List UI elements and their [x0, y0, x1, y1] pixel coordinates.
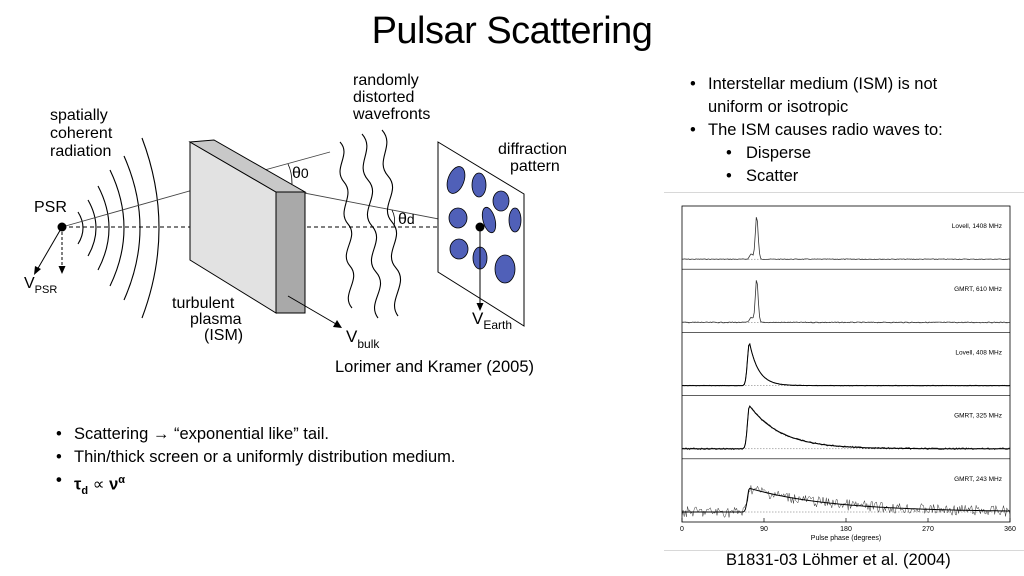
thetad-sub: d: [407, 211, 415, 227]
xtick-label: 0: [680, 526, 684, 533]
bullet-scatter: Scatter: [684, 165, 1014, 188]
profile-trace: [681, 485, 1011, 518]
label-vearth: VEarth: [472, 309, 512, 332]
pulsar-drop-arrowhead: [58, 266, 66, 274]
vpsr-v: V: [24, 275, 35, 292]
label-turbulent: turbulent: [172, 295, 235, 312]
vpsr-arrow: [36, 226, 63, 271]
panel-label: GMRT, 610 MHz: [954, 286, 1002, 293]
vearth-sub: Earth: [483, 318, 512, 332]
label-radiation: radiation: [50, 143, 111, 160]
panel-label: Lovell, 408 MHz: [955, 349, 1002, 356]
label-diffraction: diffraction: [498, 141, 567, 158]
vbulk-arrow: [287, 295, 337, 325]
xtick-label: 90: [760, 526, 768, 533]
label-wavefronts: wavefronts: [352, 106, 430, 123]
bullet-disperse: Disperse: [684, 142, 1014, 165]
profile-fit: [682, 405, 1010, 450]
bullet-ism-causes: The ISM causes radio waves to:: [684, 119, 1014, 142]
label-randomly: randomly: [353, 72, 419, 89]
label-distorted: distorted: [353, 89, 414, 106]
divider-line-bottom: [664, 550, 1024, 551]
xtick-label: 360: [1004, 526, 1016, 533]
profile-fit: [682, 343, 1010, 387]
bullet-ism-line1: Interstellar medium (ISM) is not: [708, 75, 938, 93]
theta0-arc: [287, 163, 293, 185]
profile-xaxis: 0 90 180 270 360: [680, 518, 1016, 533]
label-theta0: θ0: [292, 165, 309, 182]
tau-subscript: d: [81, 484, 89, 497]
panel-label: GMRT, 325 MHz: [954, 413, 1002, 420]
diagram-caption: Lorimer and Kramer (2005): [335, 358, 534, 376]
profile-fit: [682, 487, 1010, 513]
divider-line: [664, 192, 1024, 193]
tau-symbol: τ: [74, 475, 82, 494]
label-pattern: pattern: [510, 158, 560, 175]
bullet-ism-not-uniform: Interstellar medium (ISM) is not uniform…: [684, 73, 1014, 119]
bullet-scattering-tail: Scattering → “exponential like” tail.: [50, 423, 610, 446]
diffraction-blobs: [446, 166, 522, 284]
profile-trace: [682, 217, 1011, 260]
vearth-v: V: [472, 309, 484, 328]
vbulk-v: V: [346, 327, 358, 346]
profile-trace: [681, 280, 1010, 324]
label-vpsr: VPSR: [24, 275, 57, 296]
label-coherent: coherent: [50, 125, 113, 142]
vbulk-arrowhead: [333, 320, 342, 328]
profile-frame: [681, 205, 1011, 523]
right-bullet-list: Interstellar medium (ISM) is not uniform…: [684, 73, 1014, 188]
vpsr-sub: PSR: [35, 284, 58, 296]
panel-label: Lovell, 1408 MHz: [952, 223, 1002, 230]
ism-slab: [188, 139, 307, 314]
nu-superscript: α: [118, 474, 126, 486]
bullet-ism-line2: uniform or isotropic: [708, 98, 849, 116]
nu-symbol: ν: [109, 475, 119, 494]
label-ism: (ISM): [204, 327, 243, 344]
bullet-screen-medium: Thin/thick screen or a uniformly distrib…: [50, 446, 610, 469]
bullet-tau-formula: τd ∝ να: [50, 469, 610, 503]
vpsr-arrowhead: [34, 266, 41, 275]
profile-xlabel: Pulse phase (degrees): [811, 535, 881, 542]
scattering-diagram: spatially coherent radiation PSR VPSR tu…: [24, 72, 567, 351]
vbulk-sub: bulk: [357, 337, 380, 351]
profile-caption: B1831-03 Löhmer et al. (2004): [726, 551, 951, 569]
panel-label: GMRT, 243 MHz: [954, 476, 1002, 483]
label-vbulk: Vbulk: [346, 327, 380, 351]
proportional-symbol: ∝: [92, 475, 105, 494]
thetad-symbol: θ: [398, 211, 407, 228]
theta0-sub: 0: [301, 165, 309, 181]
label-spatially: spatially: [50, 107, 108, 124]
xtick-label: 270: [922, 526, 934, 533]
slide-title: Pulsar Scattering: [371, 10, 653, 52]
coherent-wavefronts: [77, 137, 160, 319]
theta0-symbol: θ: [292, 165, 301, 182]
label-psr: PSR: [34, 199, 67, 216]
label-plasma: plasma: [190, 311, 242, 328]
left-bullet-list: Scattering → “exponential like” tail. Th…: [50, 423, 610, 503]
distorted-wavefronts: [339, 129, 402, 319]
label-thetad: θd: [398, 211, 415, 228]
xtick-label: 180: [840, 526, 852, 533]
vearth-arrowhead: [476, 303, 484, 311]
